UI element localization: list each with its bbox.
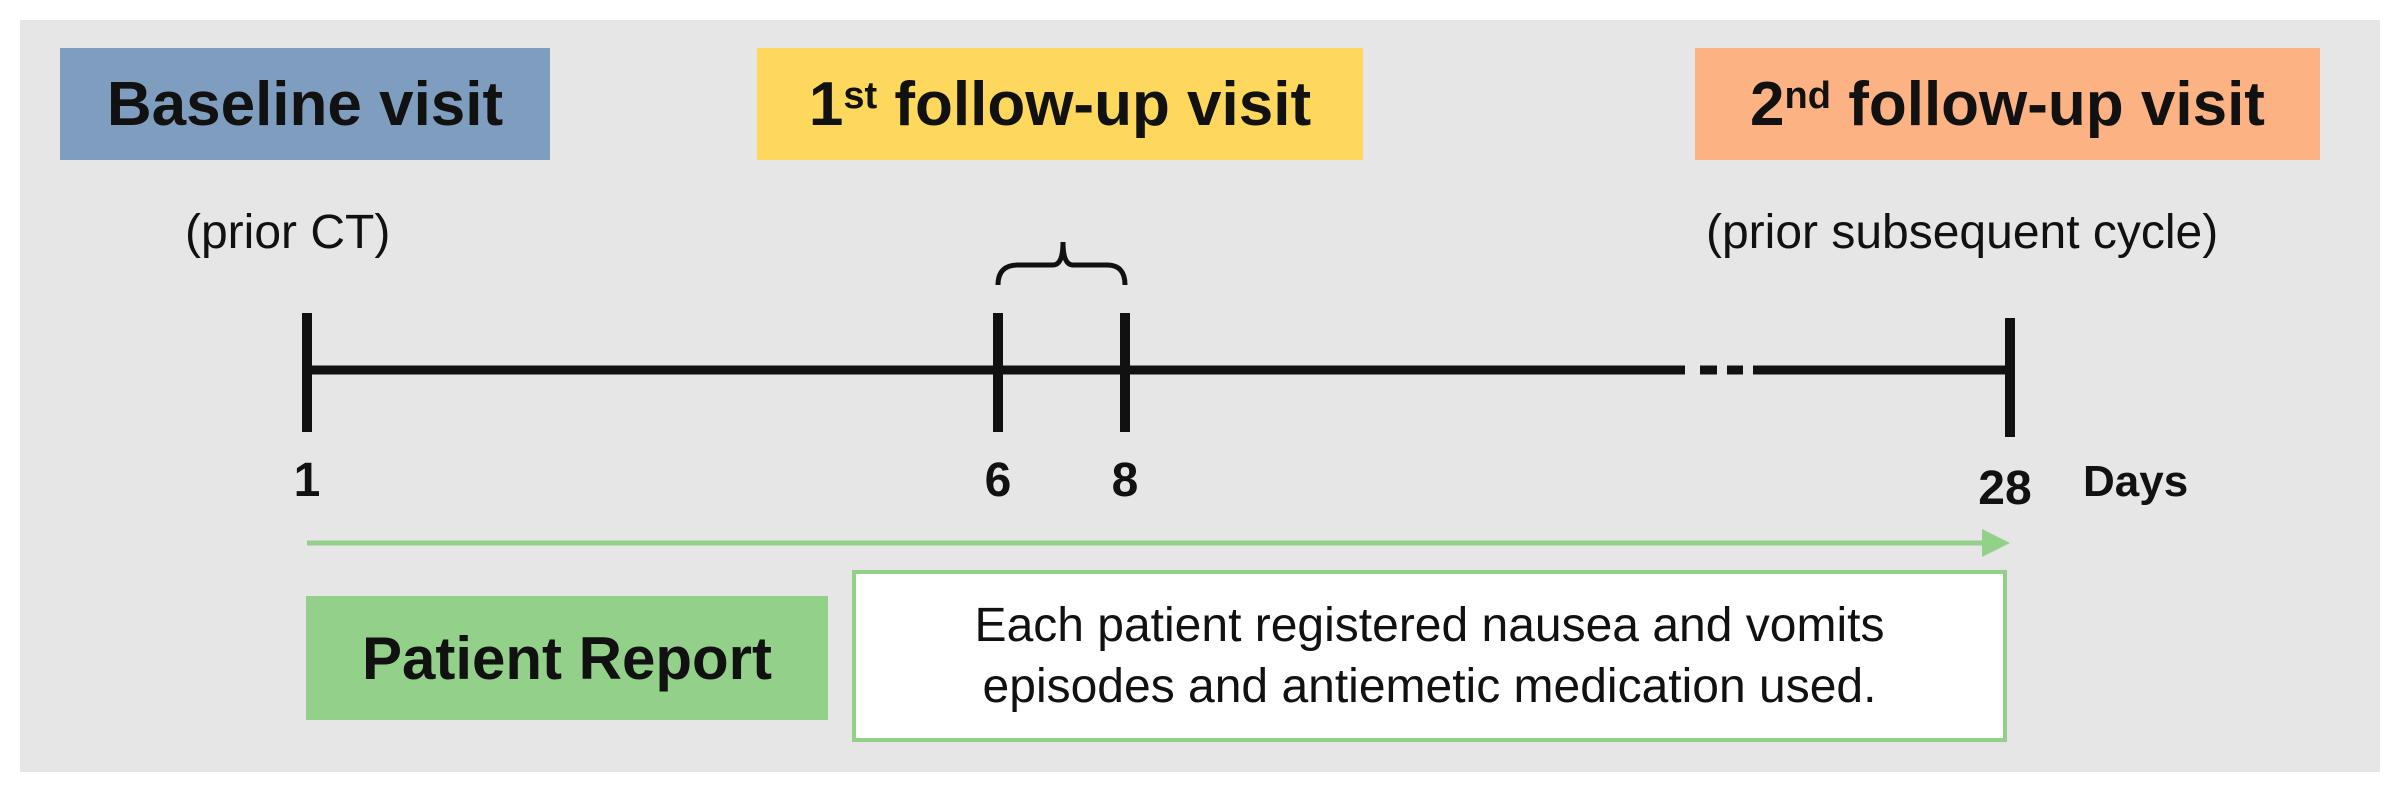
prior-subsequent-cycle-note: (prior subsequent cycle) <box>1706 206 2219 259</box>
first-followup-label: follow-up visit <box>877 69 1312 139</box>
report-arrow-head <box>1982 529 2010 557</box>
tick-label-day-1: 1 <box>294 454 321 507</box>
tick-label-day-6: 6 <box>985 454 1012 507</box>
patient-report-label: Patient Report <box>361 624 773 692</box>
days-unit-label: Days <box>2083 457 2188 506</box>
tick-label-day-28: 28 <box>1978 462 2031 515</box>
first-followup-suffix: st <box>843 74 878 117</box>
second-followup-label: follow-up visit <box>1830 69 2265 139</box>
prior-ct-note: (prior CT) <box>185 206 391 259</box>
report-description-box: Each patient registered nausea and vomit… <box>852 570 2007 742</box>
second-followup-number: 2 <box>1750 69 1785 139</box>
baseline-visit-label: Baseline visit <box>106 69 504 139</box>
patient-report-box: Patient Report <box>306 596 828 720</box>
baseline-visit-box: Baseline visit <box>60 48 550 160</box>
first-followup-number: 1 <box>808 69 844 139</box>
followup-window-brace <box>995 241 1128 286</box>
report-description-line-2: episodes and antiemetic medication used. <box>982 660 1877 713</box>
report-description-line-1: Each patient registered nausea and vomit… <box>974 598 1885 652</box>
tick-label-day-8: 8 <box>1112 454 1139 507</box>
second-followup-suffix: nd <box>1784 74 1831 117</box>
